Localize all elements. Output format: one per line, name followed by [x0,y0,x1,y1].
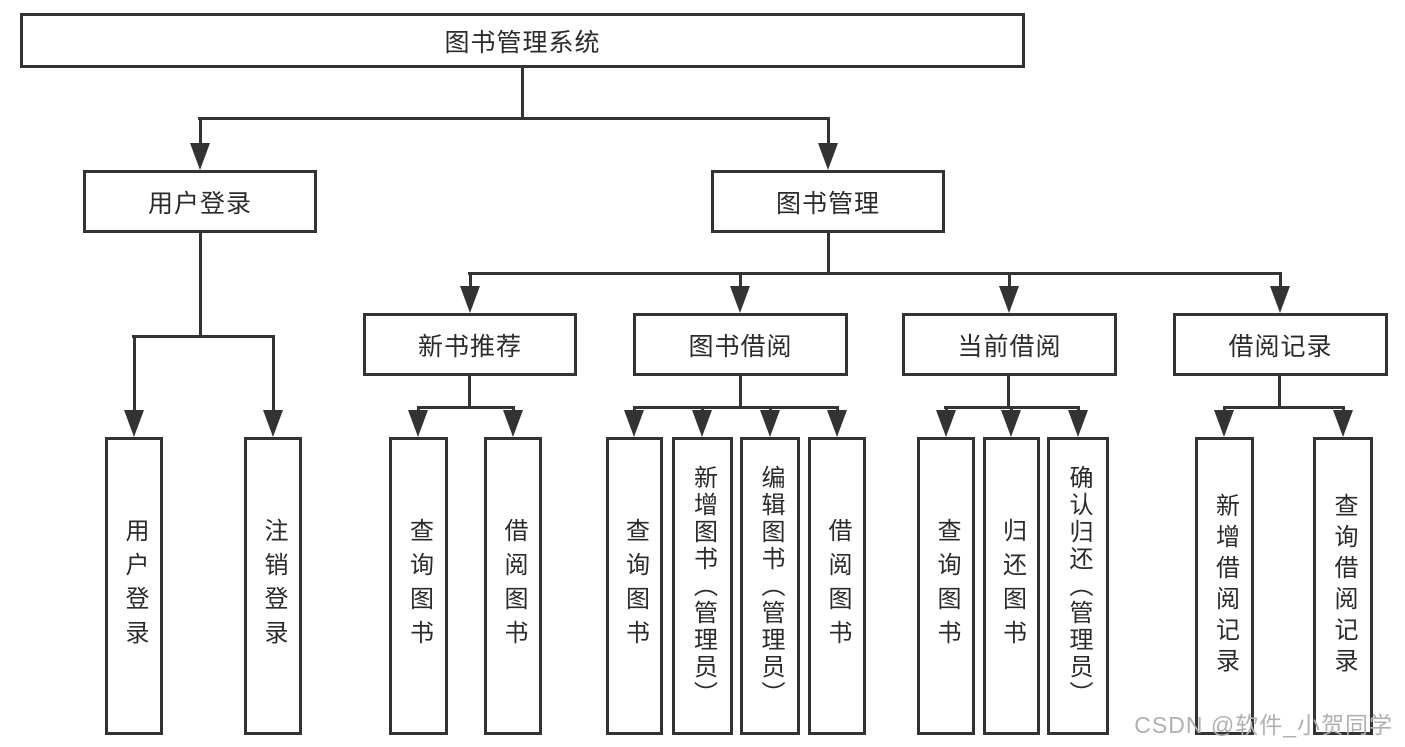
leaf-logout-label: 注销登录 [260,518,287,654]
arrowhead-icon [827,410,847,437]
connector-line [827,233,830,274]
arrowhead-icon [730,286,750,313]
arrowhead-icon [1214,410,1234,437]
leaf-borrow-books-recommend: 借阅图书 [484,437,542,735]
connector-line [468,272,1281,275]
connector-line [469,272,472,288]
leaf-add-books-admin: 新增图书（管理员） [672,437,733,735]
connector-line [1278,376,1281,408]
leaf-borrow-books: 借阅图书 [808,437,866,735]
leaf-return-books: 归还图书 [983,437,1040,735]
node-user-login-label: 用户登录 [147,189,252,218]
connector-line [272,335,275,412]
arrowhead-icon [503,410,523,437]
leaf-borrow-books-recommend-label: 借阅图书 [500,518,527,654]
arrowhead-icon [1001,410,1021,437]
csdn-watermark: CSDN @软件_小贺同学 [1134,712,1393,738]
node-book-borrowing: 图书借阅 [633,313,848,376]
arrowhead-icon [1270,286,1290,313]
leaf-user-login-label: 用户登录 [121,518,148,654]
leaf-query-books-current-label: 查询图书 [933,518,960,654]
arrowhead-icon [460,286,480,313]
leaf-add-books-admin-label: 新增图书（管理员） [689,464,717,708]
connector-line [132,335,274,338]
arrowhead-icon [408,410,428,437]
leaf-edit-books-admin-label: 编辑图书（管理员） [757,464,784,708]
leaf-confirm-return-admin: 确认归还（管理员） [1047,437,1109,735]
leaf-confirm-return-admin-label: 确认归还（管理员） [1065,464,1092,708]
leaf-user-login: 用户登录 [105,437,163,735]
arrowhead-icon [760,410,780,437]
leaf-logout: 注销登录 [244,437,302,735]
arrowhead-icon [818,143,838,170]
arrowhead-icon [1068,410,1088,437]
leaf-add-borrow-record-label: 新增借阅记录 [1211,493,1239,679]
arrowhead-icon [624,410,644,437]
connector-line [1223,406,1345,409]
leaf-query-books-current: 查询图书 [917,437,975,735]
arrowhead-icon [124,410,144,437]
connector-line [199,117,202,145]
arrowhead-icon [999,286,1019,313]
leaf-query-books-borrowing-label: 查询图书 [621,518,649,654]
leaf-add-borrow-record: 新增借阅记录 [1195,437,1254,735]
connector-line [739,272,742,288]
connector-line [468,376,471,408]
connector-line [198,117,830,120]
connector-line [417,406,515,409]
node-borrowing-records: 借阅记录 [1173,313,1388,376]
node-current-borrowing: 当前借阅 [902,313,1117,376]
leaf-borrow-books-label: 借阅图书 [824,518,851,654]
leaf-query-books-recommend: 查询图书 [389,437,448,735]
node-borrowing-records-label: 借阅记录 [1228,332,1333,361]
connector-line [827,117,830,145]
connector-line [133,335,136,412]
arrowhead-icon [692,410,712,437]
connector-line [1279,272,1282,288]
node-new-book-recommend: 新书推荐 [363,313,577,376]
leaf-edit-books-admin: 编辑图书（管理员） [740,437,800,735]
connector-line [199,233,202,337]
node-book-management: 图书管理 [711,170,945,233]
leaf-query-books-recommend-label: 查询图书 [405,518,433,654]
arrowhead-icon [1333,410,1353,437]
node-user-login: 用户登录 [83,170,317,233]
connector-line [739,376,742,408]
leaf-query-books-borrowing: 查询图书 [606,437,663,735]
leaf-return-books-label: 归还图书 [998,518,1026,654]
arrowhead-icon [190,143,210,170]
connector-line [521,68,524,118]
node-current-borrowing-label: 当前借阅 [957,332,1062,361]
node-root: 图书管理系统 [20,13,1025,68]
arrowhead-icon [936,410,956,437]
arrowhead-icon [263,410,283,437]
node-new-book-recommend-label: 新书推荐 [417,332,522,361]
node-root-label: 图书管理系统 [444,28,601,57]
node-book-borrowing-label: 图书借阅 [688,332,793,361]
connector-line [1008,272,1011,288]
connector-line [633,406,839,409]
leaf-query-borrow-record: 查询借阅记录 [1313,437,1373,735]
leaf-query-borrow-record-label: 查询借阅记录 [1330,493,1357,679]
node-book-management-label: 图书管理 [775,189,880,218]
connector-line [1007,376,1010,408]
